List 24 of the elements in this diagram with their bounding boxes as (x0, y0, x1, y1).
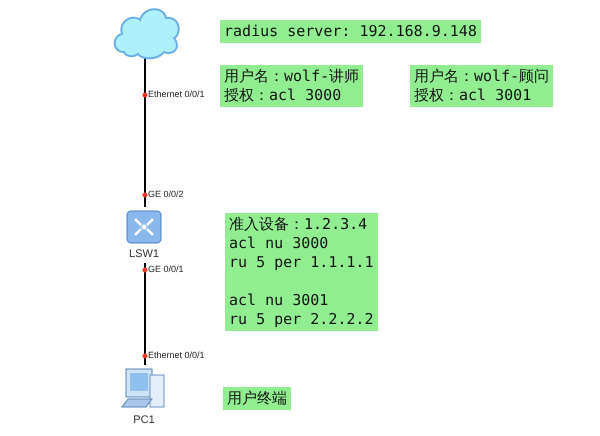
note-text: 用户名：wolf-顾问 (414, 67, 550, 86)
note-text: acl nu 3001 (229, 291, 330, 310)
port-label: GE 0/0/1 (148, 264, 184, 274)
note-text: 用户名：wolf-讲师 (224, 67, 360, 86)
port-label: Ethernet 0/0/1 (148, 350, 205, 360)
port-label: GE 0/0/2 (148, 189, 184, 199)
note-box (223, 387, 291, 410)
link-line (144, 58, 146, 207)
link-line (144, 263, 146, 365)
note-text: 授权：acl 3001 (414, 86, 532, 105)
note-text: acl nu 3000 (229, 234, 330, 253)
device-name: LSW1 (128, 248, 160, 260)
note-box (220, 20, 481, 43)
note-text: radius server: 192.168.9.148 (224, 22, 477, 41)
note-text: ru 5 per 2.2.2.2 (229, 310, 374, 329)
note-box (220, 65, 364, 107)
device-name: PC1 (132, 414, 156, 426)
note-box (410, 65, 554, 107)
port-label: Ethernet 0/0/1 (148, 89, 205, 99)
note-text: 授权：acl 3000 (224, 86, 342, 105)
note-text: 用户终端 (227, 389, 287, 408)
note-box (225, 213, 378, 331)
note-text: 准入设备：1.2.3.4 (229, 215, 368, 234)
note-text: ru 5 per 1.1.1.1 (229, 253, 374, 272)
